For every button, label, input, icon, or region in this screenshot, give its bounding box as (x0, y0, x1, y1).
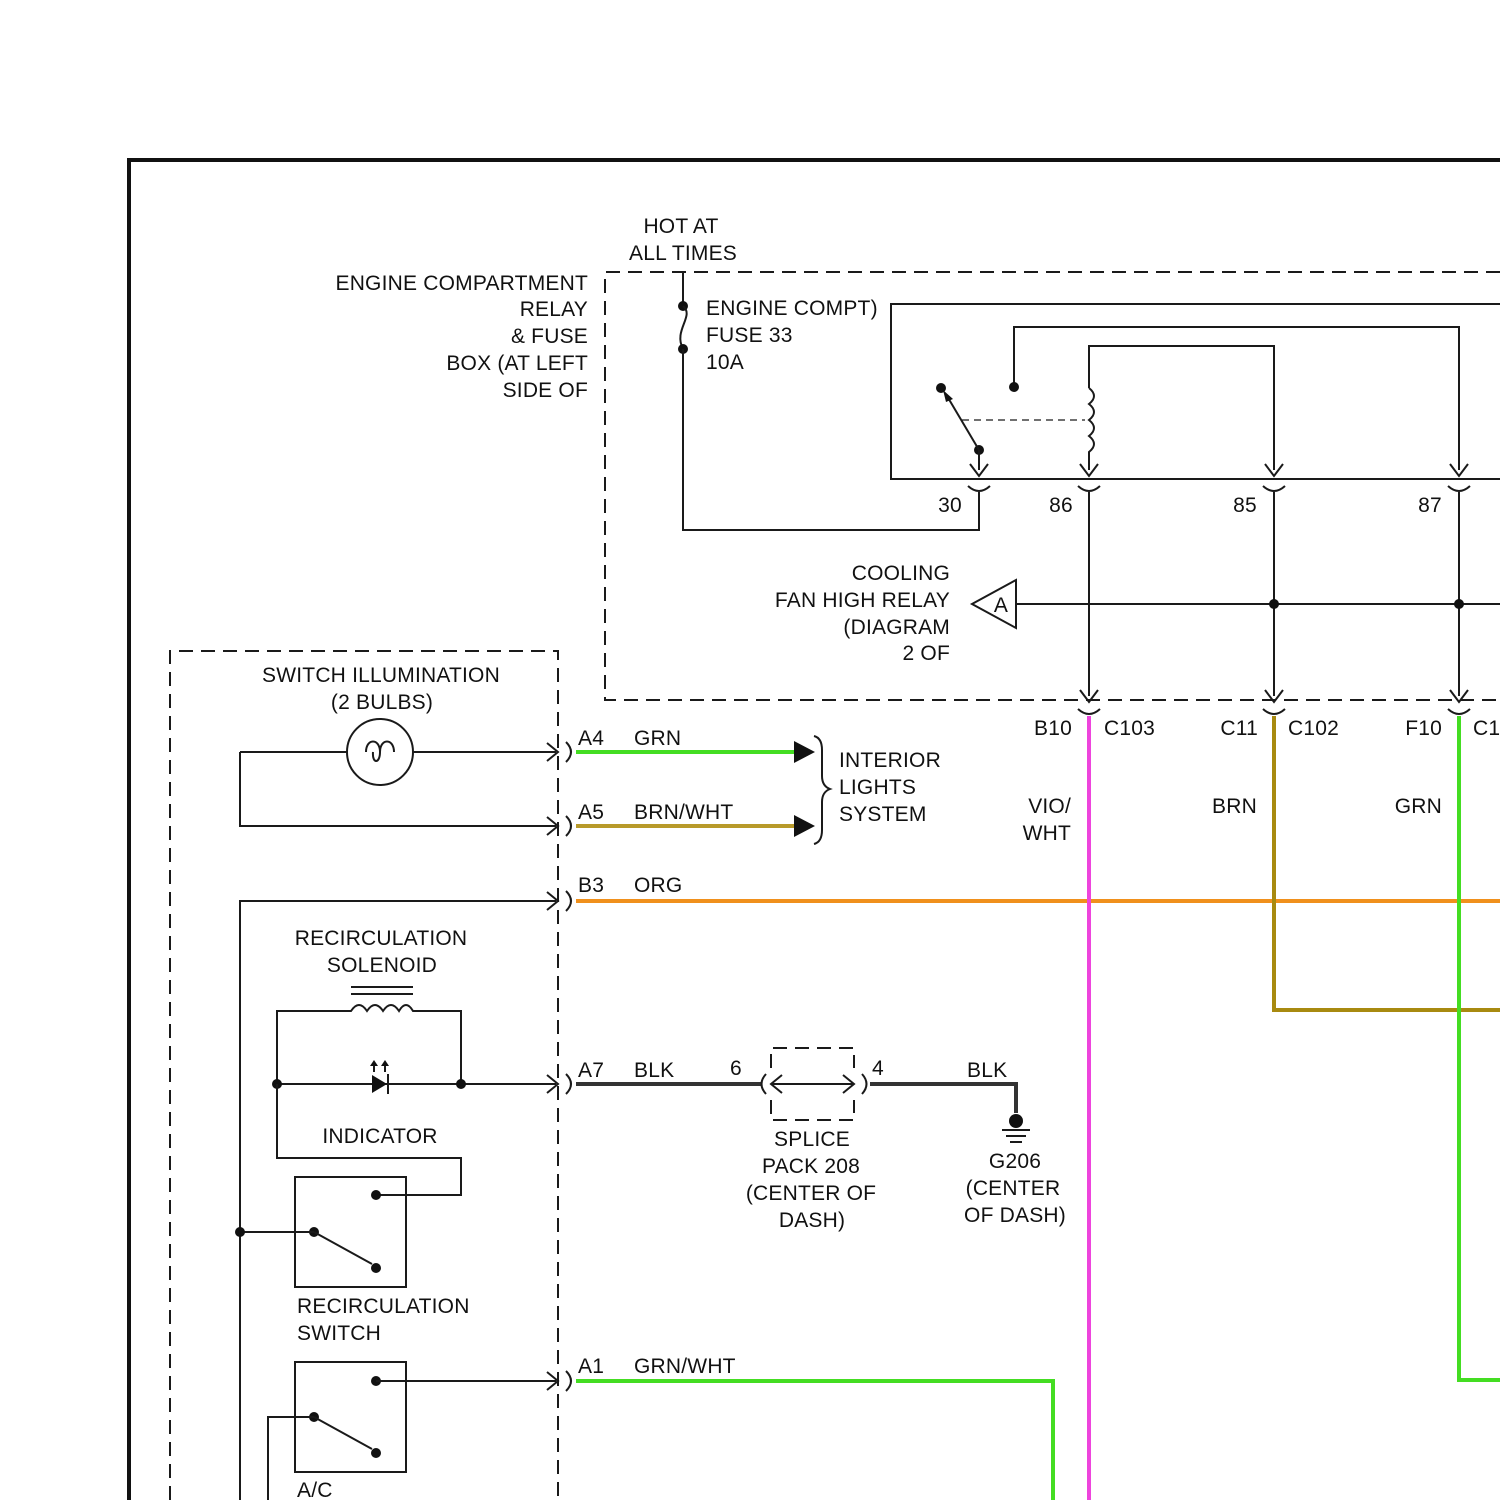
connector-c103: C103 (1104, 717, 1155, 740)
hot-at-all-times-label-2: ALL TIMES (629, 242, 737, 265)
indicator-label: INDICATOR (322, 1125, 437, 1148)
wire-grn-right (1459, 716, 1500, 1380)
recirculation-switch (235, 1084, 461, 1287)
relay-pin-87: 87 (1418, 494, 1442, 517)
connector-a4: A4 (578, 727, 604, 750)
relay-box-label-1: ENGINE COMPARTMENT (335, 272, 588, 295)
connector-a7: A7 (578, 1059, 604, 1082)
cooling-fan-label-2: FAN HIGH RELAY (775, 589, 950, 612)
recirculation-solenoid-label-2: SOLENOID (327, 954, 437, 977)
splice-pack-label-1: SPLICE (774, 1128, 850, 1151)
connector-c11: C11 (1220, 717, 1258, 740)
relay-box-label-4: BOX (AT LEFT (446, 352, 588, 375)
recirculation-solenoid (277, 987, 461, 1084)
cooling-fan-label-4: 2 OF (903, 642, 950, 665)
connector-f10: F10 (1405, 717, 1442, 740)
fuse-label-1: ENGINE COMPT) (706, 297, 878, 320)
wire-blk-to-ground (870, 1084, 1016, 1113)
switch-illumination-label-2: (2 BULBS) (331, 691, 433, 714)
wire-vio-wht-label-1: VIO/ (1028, 795, 1071, 818)
connector-c1x: C1 (1473, 717, 1500, 740)
hot-at-all-times-label-1: HOT AT (643, 215, 718, 238)
wire-a4-arrow (794, 741, 815, 763)
splice-pin-4: 4 (872, 1057, 884, 1080)
wire-brn-label: BRN (1212, 795, 1257, 818)
relay-output-leads (1016, 492, 1500, 714)
relay-pin-85: 85 (1233, 494, 1257, 517)
wire-vio-wht-label-2: WHT (1023, 822, 1071, 845)
wire-blk-ground-color: BLK (967, 1059, 1007, 1082)
wire-a1-grn-wht (576, 1381, 1053, 1500)
splice-pack-208 (762, 1048, 867, 1120)
interior-lights-label-2: LIGHTS (839, 776, 916, 799)
ground-label-2: (CENTER (966, 1177, 1061, 1200)
interior-lights-label-3: SYSTEM (839, 803, 927, 826)
relay-box-label-2: RELAY (520, 298, 588, 321)
indicator-led (272, 1060, 556, 1094)
wire-a7-color: BLK (634, 1059, 674, 1082)
splice-pack-label-2: PACK 208 (762, 1155, 860, 1178)
wire-a5-arrow (794, 815, 815, 837)
connector-b10: B10 (1034, 717, 1072, 740)
relay-pin-86: 86 (1049, 494, 1073, 517)
offpage-connector-a-label: A (994, 594, 1008, 617)
splice-pin-6: 6 (730, 1057, 742, 1080)
splice-pack-label-3: (CENTER OF (746, 1182, 876, 1205)
wire-brn (1274, 716, 1500, 1010)
relay-box-label-5: SIDE OF (503, 379, 588, 402)
connector-b3: B3 (578, 874, 604, 897)
cooling-fan-label-1: COOLING (852, 562, 950, 585)
connector-a5: A5 (578, 801, 604, 824)
ground-g206-icon (1002, 1114, 1030, 1142)
panel-feed-b3 (240, 901, 556, 1500)
splice-pack-label-4: DASH) (779, 1209, 845, 1232)
ac-switch-label: A/C (297, 1479, 333, 1500)
wire-a4-color: GRN (634, 727, 681, 750)
relay-box-label-3: & FUSE (511, 325, 588, 348)
connector-a1: A1 (578, 1355, 604, 1378)
ground-label-3: OF DASH) (964, 1204, 1066, 1227)
fuse-label-2: FUSE 33 (706, 324, 793, 347)
recirculation-solenoid-label-1: RECIRCULATION (295, 927, 468, 950)
wire-a1-color: GRN/WHT (634, 1355, 736, 1378)
ground-label-1: G206 (989, 1150, 1041, 1173)
recirculation-switch-label-2: SWITCH (297, 1322, 381, 1345)
switch-illumination-label-1: SWITCH ILLUMINATION (262, 664, 500, 687)
cooling-fan-relay (891, 304, 1500, 491)
cooling-fan-label-3: (DIAGRAM (843, 616, 950, 639)
interior-lights-brace (814, 736, 830, 844)
wire-grn-right-label: GRN (1395, 795, 1442, 818)
relay-pin-30: 30 (938, 494, 962, 517)
interior-lights-label-1: INTERIOR (839, 749, 941, 772)
fuse-label-3: 10A (706, 351, 744, 374)
recirculation-switch-label-1: RECIRCULATION (297, 1295, 470, 1318)
control-panel-outline (170, 651, 558, 1500)
connector-c102: C102 (1288, 717, 1339, 740)
switch-illumination-bulb (240, 719, 556, 826)
wire-a5-color: BRN/WHT (634, 801, 733, 824)
wire-b3-color: ORG (634, 874, 682, 897)
